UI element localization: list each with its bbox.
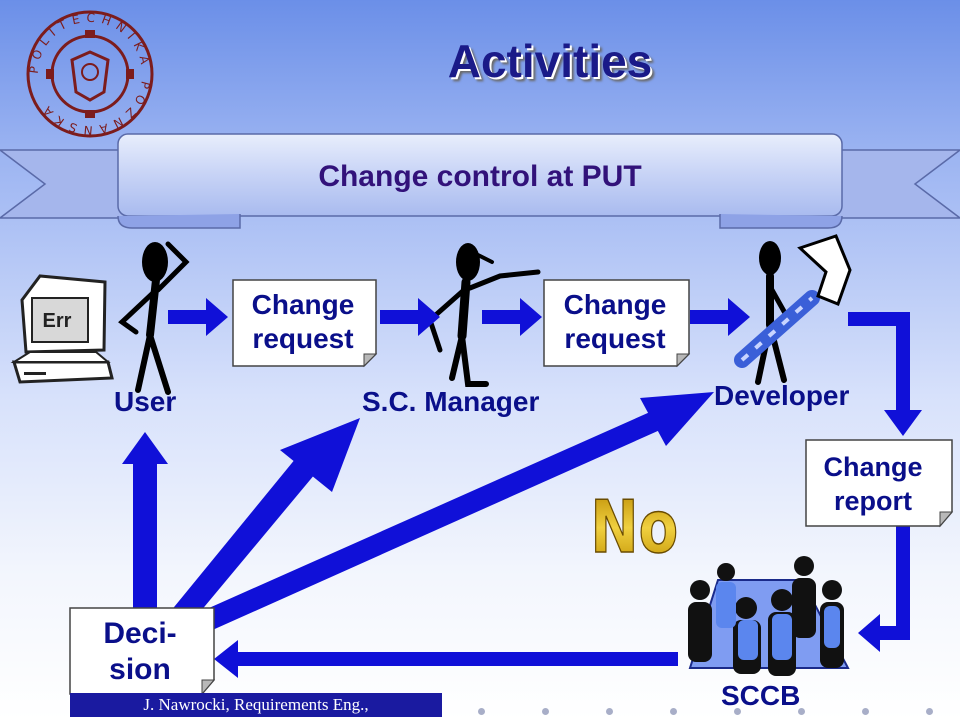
change-request-text-1: Change request: [251, 289, 355, 354]
footer-dot: [862, 708, 869, 715]
computer-terminal-icon: [10, 274, 114, 384]
decision-document: [69, 607, 216, 696]
arrow-request-to-developer: [690, 298, 750, 336]
arrow-decision-to-manager: [170, 418, 360, 624]
footer-dot: [926, 708, 933, 715]
banner-subtitle: Change control at PUT: [318, 160, 642, 193]
sccb-meeting-icon: [688, 556, 850, 676]
arrow-report-to-sccb: [858, 524, 910, 652]
footer-dot: [478, 708, 485, 715]
hammer-icon: [734, 234, 852, 368]
logo-gear-teeth: [46, 30, 134, 118]
change-request-document-1: [232, 279, 378, 368]
arrow-decision-to-user: [122, 432, 168, 612]
change-request-text-2: Change request: [563, 289, 667, 354]
arrow-decision-to-developer: [200, 392, 714, 632]
decision-text: Deci- sion: [103, 617, 177, 686]
footer-dot: [798, 708, 805, 715]
user-label: User: [114, 386, 177, 417]
manager-label: S.C. Manager: [362, 386, 540, 417]
footer-dot: [734, 708, 741, 715]
footer-dot: [542, 708, 549, 715]
arrow-developer-to-report: [848, 312, 922, 436]
footer-dot: [606, 708, 613, 715]
footer-dot: [670, 708, 677, 715]
terminal-error-label: Err: [42, 310, 72, 332]
arrow-sccb-to-decision: [214, 640, 678, 678]
slide-footer: J. Nawrocki, Requirements Eng.,: [70, 693, 442, 717]
change-report-text: Change report: [823, 452, 923, 516]
flow-arrows: [122, 298, 922, 678]
no-stamp: No: [590, 486, 678, 570]
arrow-manager-to-request: [482, 298, 542, 336]
developer-label: Developer: [714, 380, 850, 411]
arrow-request-to-manager: [380, 298, 440, 336]
ribbon-banner: [0, 133, 960, 229]
sccb-label: SCCB: [721, 680, 801, 711]
change-report-document: [805, 439, 954, 528]
change-request-document-2: [543, 279, 691, 368]
university-logo: POLITECHNIKA POZNAŃSKA: [26, 10, 154, 138]
slide-title: Activities: [447, 35, 653, 87]
user-figure: [118, 241, 190, 395]
arrow-user-to-request: [168, 298, 228, 336]
